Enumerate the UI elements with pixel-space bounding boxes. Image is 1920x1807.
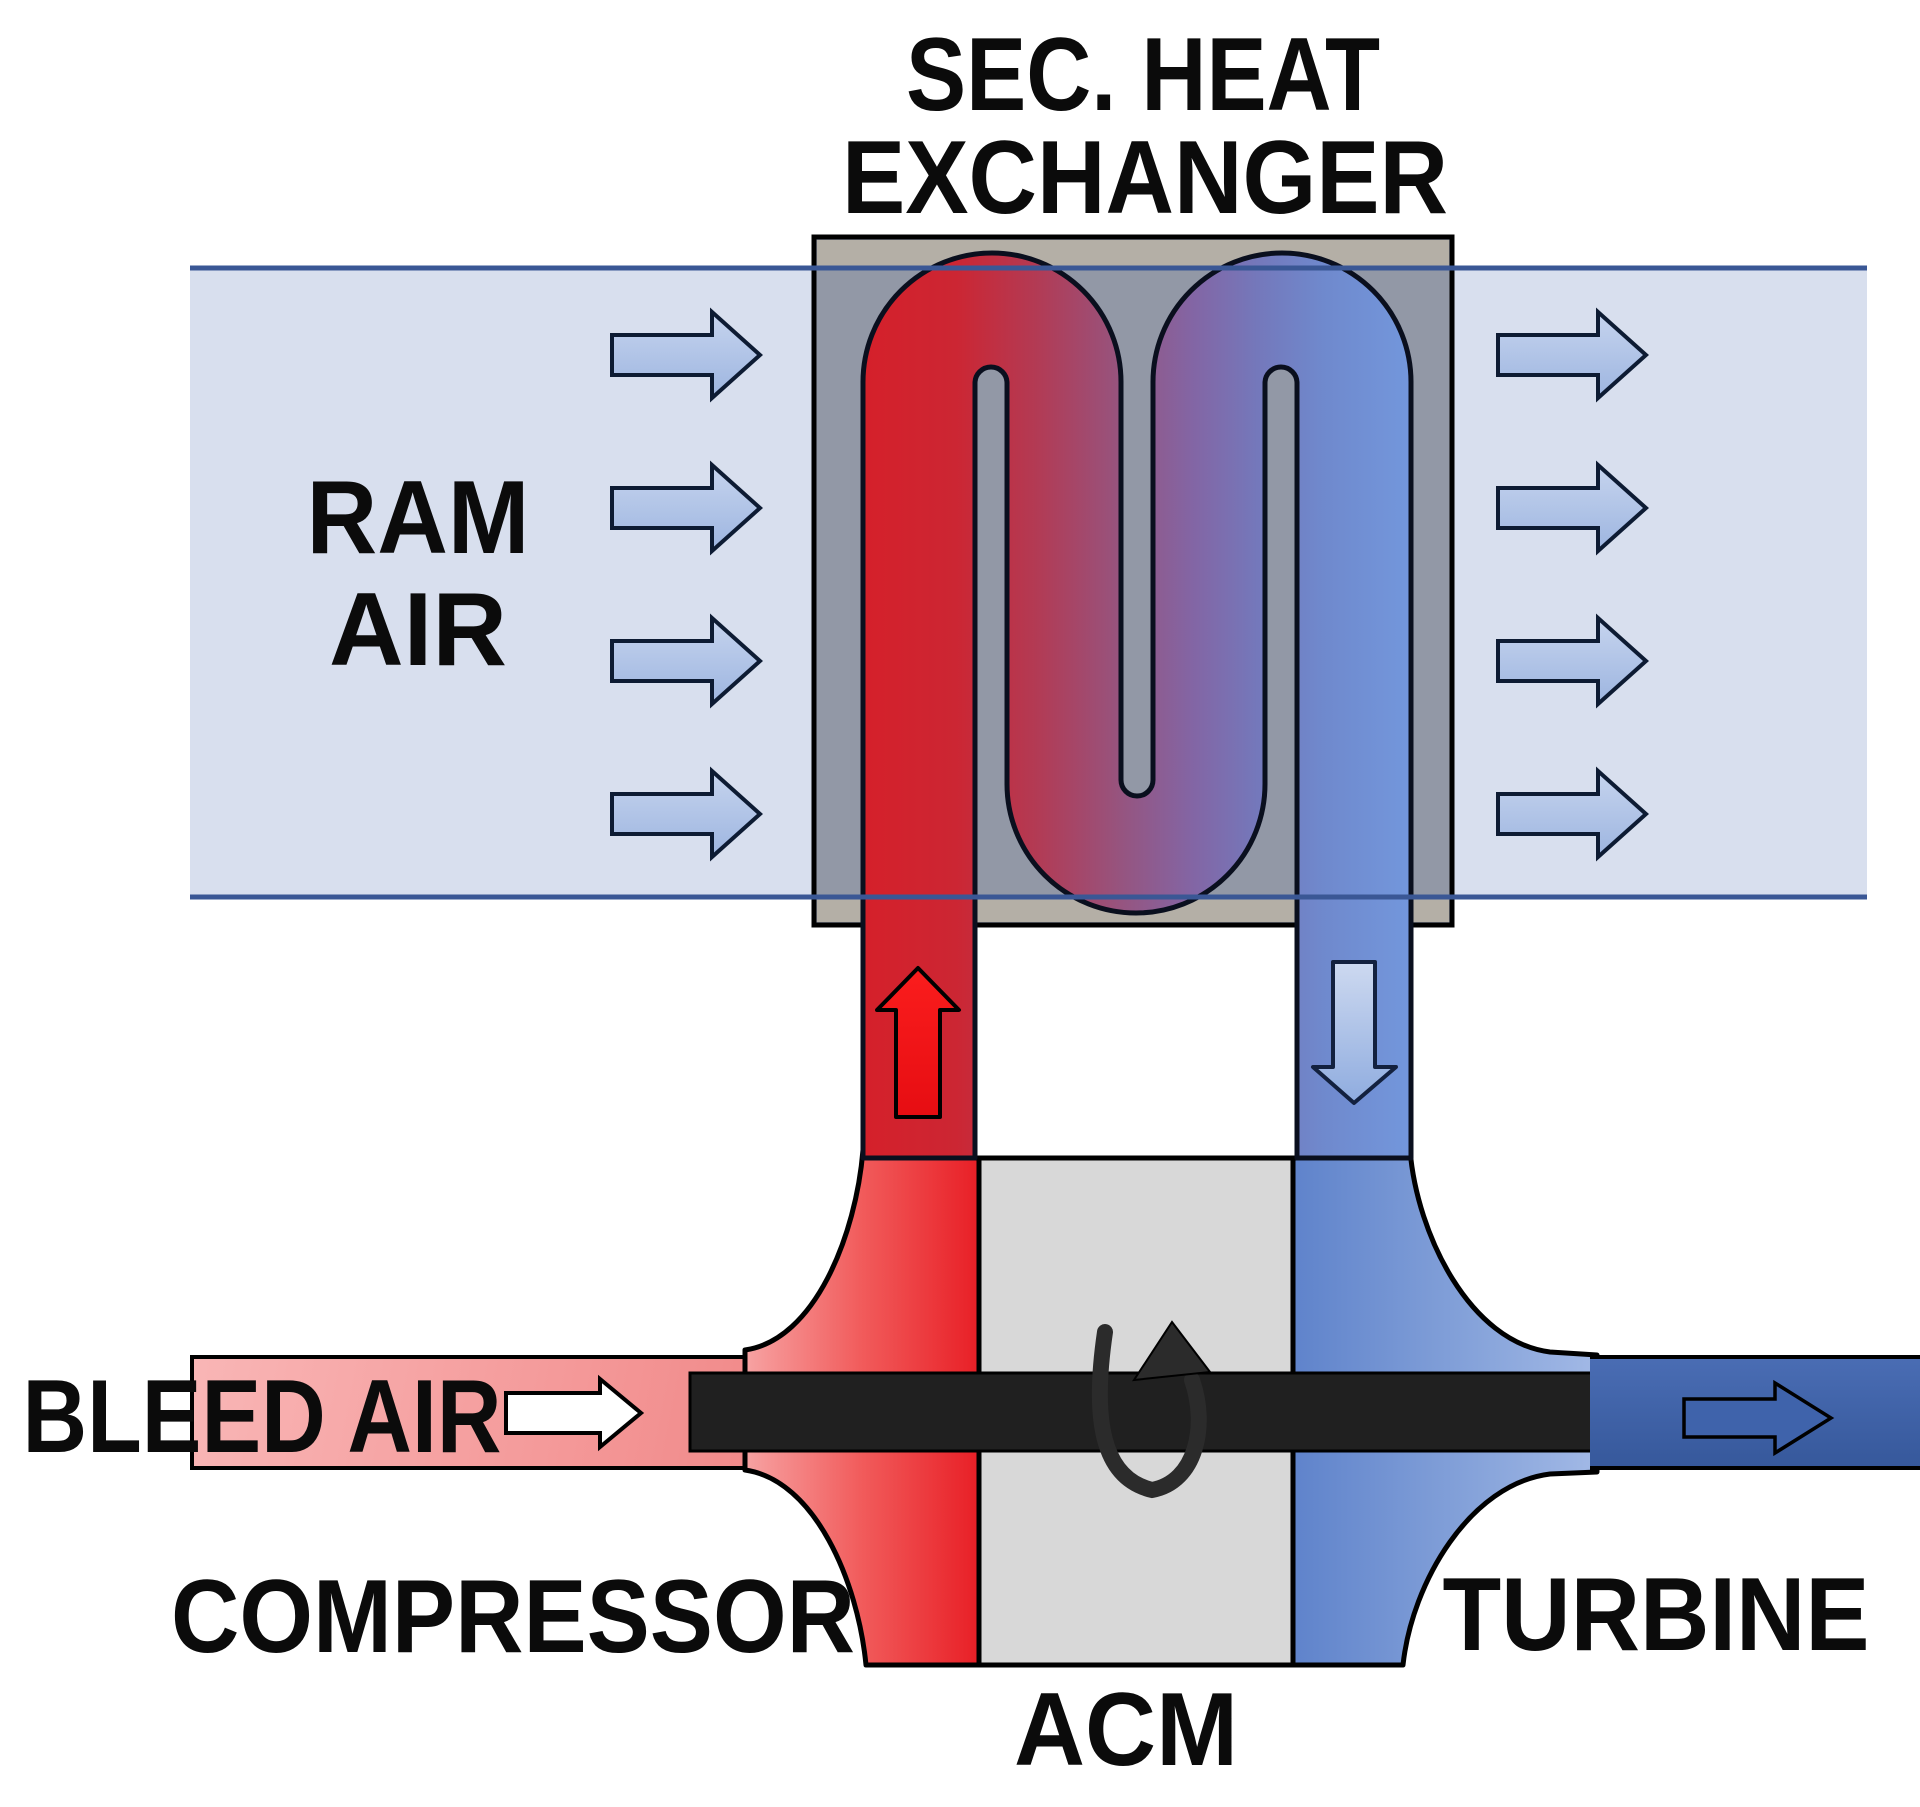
turbine-exit-pipe-outline [1590,1355,1920,1470]
shaft-rotation-arrowhead-icon [1132,1320,1212,1382]
cold-air-down-arrow-icon [1311,960,1398,1105]
acm-label: ACM [1014,1672,1238,1788]
bleed-flow-arrow-icon [504,1374,645,1452]
exit-flow-arrow-icon [1682,1379,1835,1457]
shaft-rotation-arrow-icon [1091,1324,1207,1499]
turbine-label: TURBINE [1443,1557,1870,1673]
bleed-air-label: BLEED AIR [23,1359,502,1475]
ram-air-label-line2: AIR [329,572,507,688]
bleed-air-pipe-outline [190,1355,760,1470]
compressor-label: COMPRESSOR [171,1559,855,1675]
ram-air-label-line1: RAM [307,460,530,576]
title-line1: SEC. HEAT [906,17,1380,133]
heat-exchanger-casing-top-strip [817,240,1449,268]
bleed-air-pipe [192,1357,760,1468]
acm-shaft [688,1371,1594,1453]
title-line2: EXCHANGER [842,120,1448,236]
hot-air-up-arrow-icon [875,966,961,1119]
